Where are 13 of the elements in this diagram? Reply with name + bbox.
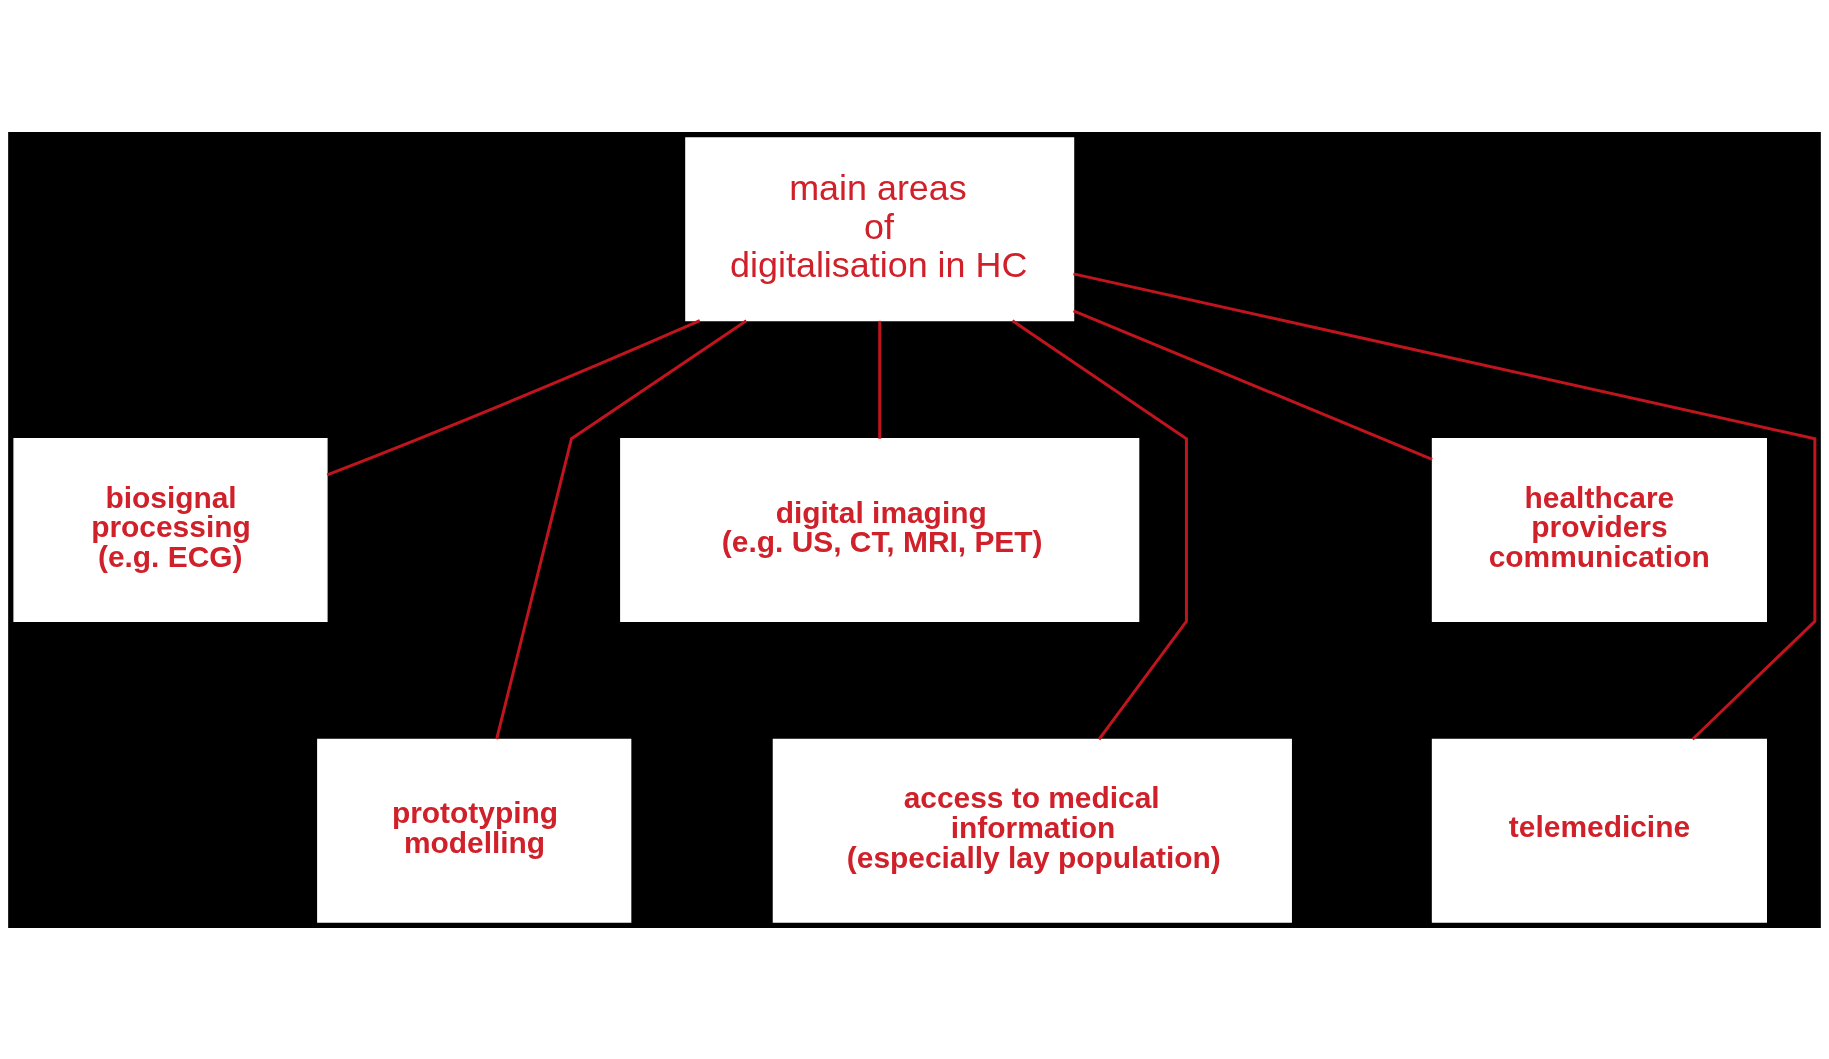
connector <box>1011 319 1188 740</box>
node-box: prototyping modelling <box>317 738 632 923</box>
connector <box>1073 271 1817 740</box>
node-box: access to medical information (especially lay population) <box>772 738 1292 923</box>
node-box: main areas of digitalisation in HC <box>685 136 1075 321</box>
connector <box>878 320 882 439</box>
node-box: digital imaging (e.g. US, CT, MRI, PET) <box>620 437 1140 622</box>
node-box: biosignal processing (e.g. ECG) <box>13 437 328 622</box>
connector <box>495 319 748 740</box>
node-box: telemedicine <box>1431 738 1767 923</box>
node-box: healthcare providers communication <box>1431 437 1767 622</box>
connector <box>1072 309 1433 461</box>
connector <box>326 318 701 476</box>
